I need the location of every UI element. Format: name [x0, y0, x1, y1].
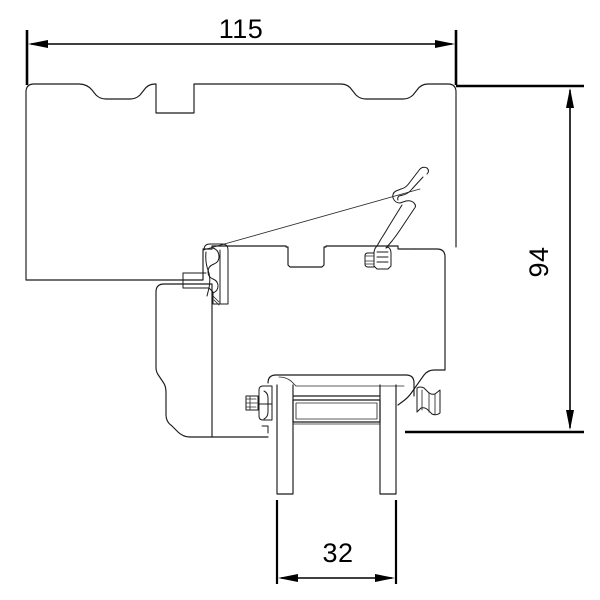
- dimension-foot-32: 32: [275, 500, 398, 584]
- left-din-rail-latch: [182, 243, 229, 306]
- right-mounting-foot: [379, 384, 397, 495]
- left-mounting-foot: [276, 384, 294, 495]
- left-contact-detail: [211, 385, 273, 438]
- bottom-mounting-block: [267, 374, 415, 397]
- internal-chamber-divider: [202, 188, 421, 251]
- right-contact-clip: [416, 386, 441, 416]
- din-rail-channel: [292, 395, 381, 425]
- internal-spring-arm: [364, 166, 429, 270]
- dimension-label-94: 94: [524, 246, 554, 277]
- right-lower-housing: [397, 248, 446, 406]
- dimension-label-32: 32: [322, 538, 353, 568]
- dimension-width-115: 115: [25, 14, 458, 85]
- arrowhead-right-32: [375, 574, 395, 582]
- arrowhead-right-115: [435, 40, 455, 48]
- arrowhead-bottom-94: [566, 410, 574, 430]
- arrowhead-left-115: [28, 40, 48, 48]
- dimension-height-94: 94: [405, 84, 584, 434]
- arrowhead-left-32: [278, 574, 298, 582]
- lower-housing-section: [155, 283, 269, 438]
- main-housing-body: [25, 83, 457, 281]
- arrowhead-top-94: [566, 88, 574, 108]
- dimension-label-115: 115: [219, 14, 264, 44]
- mid-section-profile: [202, 245, 416, 268]
